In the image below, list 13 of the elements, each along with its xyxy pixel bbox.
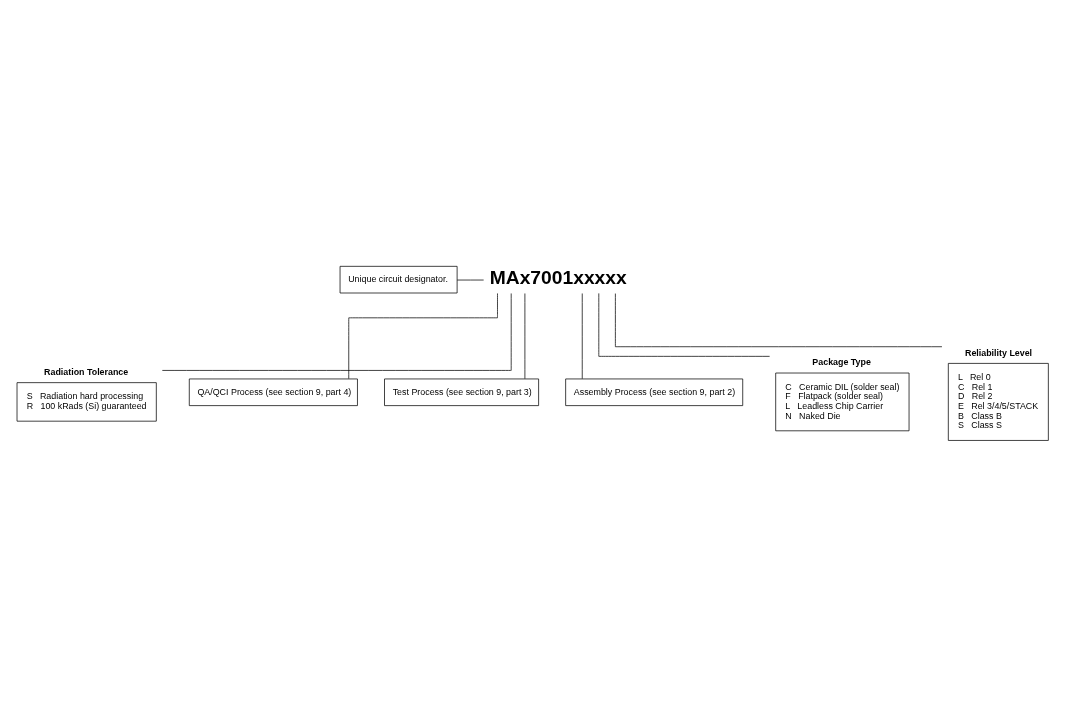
node-label: Reliability Level bbox=[964, 347, 1033, 358]
node-label: Package Type bbox=[812, 356, 871, 367]
node-text: MAx7001xxxxx bbox=[489, 266, 627, 288]
node-box: Test Process (see section 9, part 3) bbox=[384, 378, 539, 406]
node-box: C Ceramic DIL (solder seal) F Flatpack (solder seal) L Leadless Chip Carrier N Naked Die bbox=[775, 372, 910, 431]
node-box: S Radiation hard processing R 100 kRads (Si) guaranteed bbox=[16, 381, 157, 422]
node-box: QA/QCI Process (see section 9, part 4) bbox=[188, 378, 358, 406]
connector bbox=[161, 292, 512, 371]
node-box: Unique circuit designator. bbox=[339, 265, 458, 293]
node-box: Assembly Process (see section 9, part 2) bbox=[565, 378, 744, 406]
connector bbox=[348, 292, 498, 379]
node-label: Radiation Tolerance bbox=[44, 366, 129, 377]
node-box: L Rel 0 C Rel 1 D Rel 2 E Rel 3/4/5/STACK B Class B S Class S bbox=[947, 362, 1049, 441]
